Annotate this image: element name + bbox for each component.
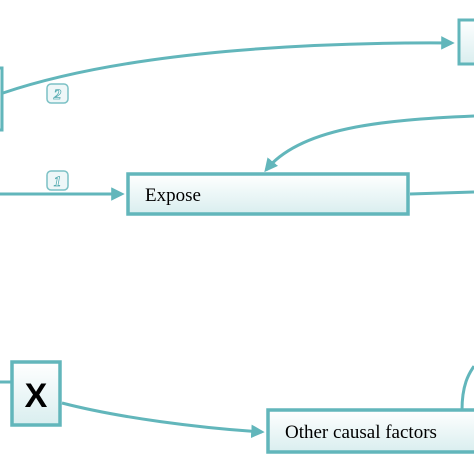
path-2-edge bbox=[2, 36, 455, 95]
x-node: X bbox=[10, 360, 62, 427]
path-1-badge: 1 bbox=[46, 170, 69, 191]
expose-outgoing-edge bbox=[409, 190, 474, 196]
x-to-other-causal-factors-edge bbox=[61, 401, 265, 439]
expose-node-label: Expose bbox=[145, 185, 201, 206]
x-node-label: X bbox=[25, 377, 48, 415]
return-edge-to-expose bbox=[264, 114, 474, 173]
path-1-badge-label: 1 bbox=[54, 174, 62, 190]
path-2-badge-label: 2 bbox=[53, 87, 62, 103]
path-2-badge: 2 bbox=[46, 83, 69, 104]
other-causal-factors-label: Other causal factors bbox=[285, 422, 437, 443]
top-right-partial-node bbox=[457, 18, 474, 66]
other-causal-factors-node: Other causal factors bbox=[266, 408, 474, 454]
left-partial-node bbox=[0, 66, 4, 132]
other-causal-factors-outgoing-edge bbox=[460, 365, 474, 411]
expose-node: Expose bbox=[126, 172, 410, 216]
